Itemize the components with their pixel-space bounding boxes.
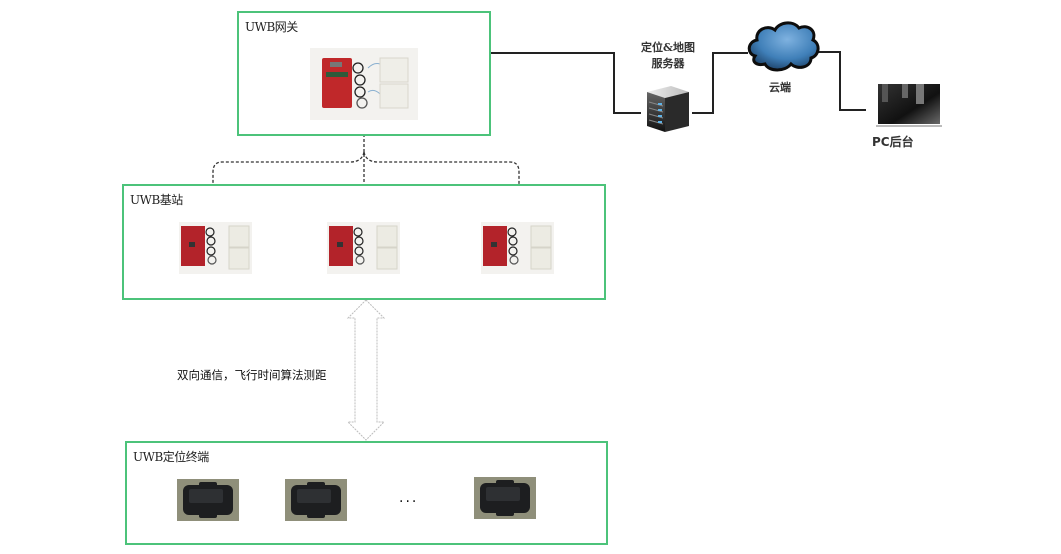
terminal-device-2 (285, 479, 347, 521)
cloud-icon (745, 18, 821, 74)
bidirectional-arrow (346, 299, 386, 441)
terminal-label: UWB定位终端 (133, 450, 209, 464)
link-description: 双向通信，飞行时间算法测距 (177, 368, 327, 382)
server-label-line1: 定位&地图 (641, 41, 695, 54)
terminal-device-1 (177, 479, 239, 521)
pc-label: PC后台 (872, 135, 914, 149)
base-station-device-3 (481, 222, 554, 274)
server-cloud-link (692, 52, 748, 114)
base-station-device-2 (327, 222, 400, 274)
terminal-ellipsis: ... (399, 490, 419, 506)
gateway-label: UWB网关 (245, 20, 298, 34)
cloud-label: 云端 (769, 81, 791, 94)
dashed-branch-right (363, 151, 520, 222)
server-label-line2: 服务器 (651, 57, 685, 70)
terminal-device-3 (474, 477, 536, 519)
server-icon (641, 82, 693, 134)
pc-icon (876, 84, 942, 130)
dashed-branch-left (212, 151, 365, 222)
cloud-pc-link (816, 51, 866, 111)
base-station-label: UWB基站 (130, 193, 183, 207)
gateway-server-link (490, 52, 641, 114)
base-station-device-1 (179, 222, 252, 274)
gateway-device-image (310, 48, 418, 120)
